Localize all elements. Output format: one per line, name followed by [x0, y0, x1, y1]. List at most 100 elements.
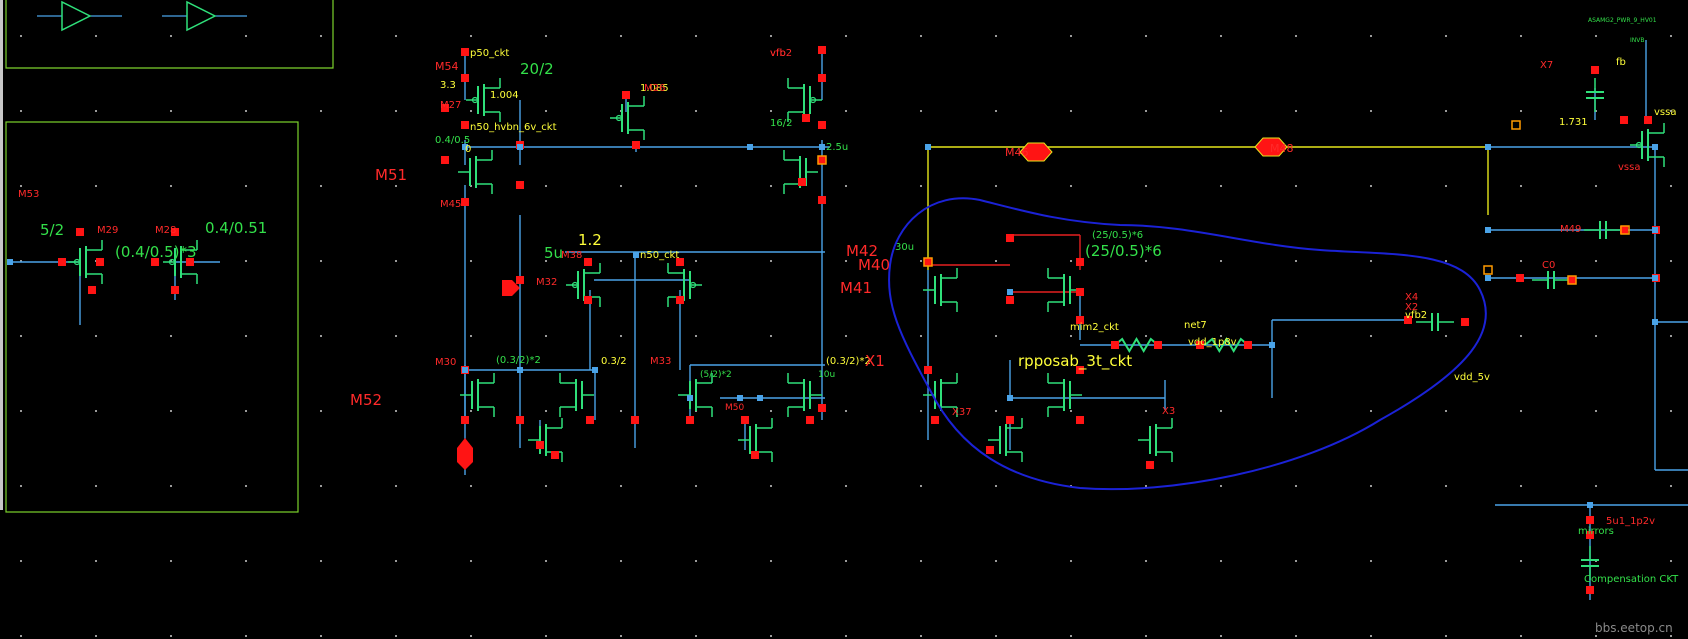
pin-32[interactable] [516, 416, 524, 424]
M42b-device[interactable] [988, 418, 1023, 462]
pin-66[interactable] [1644, 116, 1652, 124]
junction-7[interactable] [592, 367, 598, 373]
pin-22[interactable] [151, 258, 159, 266]
junction-23[interactable] [1007, 395, 1013, 401]
buffer-2[interactable] [186, 0, 217, 32]
pin-10[interactable] [818, 46, 826, 54]
M52-device[interactable] [68, 240, 103, 284]
pin-33[interactable] [536, 441, 544, 449]
pin-7[interactable] [461, 198, 469, 206]
pin-53[interactable] [931, 416, 939, 424]
pin-25[interactable] [584, 258, 592, 266]
pin-71[interactable] [1586, 516, 1594, 524]
pin-20[interactable] [88, 286, 96, 294]
port-vssa[interactable] [457, 438, 473, 470]
M40-device[interactable] [1047, 373, 1082, 417]
junction-19[interactable] [1652, 275, 1658, 281]
junction-9[interactable] [737, 395, 743, 401]
pin-38[interactable] [741, 416, 749, 424]
M27-device[interactable] [458, 150, 493, 194]
pin-13[interactable] [818, 156, 826, 164]
selected-pin-4[interactable] [1511, 120, 1521, 130]
pin-9[interactable] [632, 141, 640, 149]
pin-60[interactable] [1461, 318, 1469, 326]
pin-15[interactable] [802, 114, 810, 122]
junction-15[interactable] [1485, 227, 1491, 233]
pin-14[interactable] [818, 196, 826, 204]
M45-device[interactable] [787, 78, 822, 122]
junction-14[interactable] [1485, 144, 1491, 150]
selected-pin-2[interactable] [1567, 275, 1577, 285]
junction-18[interactable] [1652, 227, 1658, 233]
buffer-1[interactable] [61, 0, 92, 32]
pin-39[interactable] [751, 451, 759, 459]
pin-49[interactable] [1154, 341, 1162, 349]
pin-67[interactable] [1620, 116, 1628, 124]
pin-2[interactable] [441, 104, 449, 112]
pin-1[interactable] [461, 74, 469, 82]
pin-23[interactable] [186, 258, 194, 266]
pin-70[interactable] [1586, 586, 1594, 594]
M53-device[interactable] [163, 240, 198, 284]
junction-11[interactable] [925, 144, 931, 150]
pin-35[interactable] [586, 416, 594, 424]
port-vfb2[interactable] [1254, 137, 1288, 157]
junction-22[interactable] [7, 259, 13, 265]
pin-19[interactable] [96, 258, 104, 266]
junction-6[interactable] [517, 367, 523, 373]
M28-device[interactable] [1047, 268, 1082, 312]
selected-pin-5[interactable] [1483, 265, 1493, 275]
M51-device[interactable] [610, 96, 645, 140]
selected-pin-3[interactable] [1620, 225, 1630, 235]
M38-device[interactable] [460, 373, 495, 417]
M49-device[interactable] [1630, 123, 1665, 167]
pin-6[interactable] [516, 181, 524, 189]
junction-10[interactable] [757, 395, 763, 401]
junction-16[interactable] [1485, 275, 1491, 281]
M30-device[interactable] [787, 373, 822, 417]
resistor-X1[interactable] [1204, 337, 1249, 353]
pin-54[interactable] [986, 446, 994, 454]
pin-52[interactable] [924, 366, 932, 374]
pin-61[interactable] [1516, 274, 1524, 282]
junction-5[interactable] [462, 367, 468, 373]
pin-11[interactable] [818, 74, 826, 82]
pin-21[interactable] [171, 228, 179, 236]
pin-59[interactable] [1404, 316, 1412, 324]
junction-2[interactable] [747, 144, 753, 150]
pin-46[interactable] [1076, 288, 1084, 296]
resistor-X37[interactable] [1114, 337, 1159, 353]
pin-56[interactable] [1076, 366, 1084, 374]
pin-24[interactable] [171, 286, 179, 294]
pin-44[interactable] [1006, 296, 1014, 304]
port-vfb[interactable] [1019, 142, 1053, 162]
pin-36[interactable] [631, 416, 639, 424]
junction-1[interactable] [517, 144, 523, 150]
junction-0[interactable] [462, 144, 468, 150]
pin-29[interactable] [516, 276, 524, 284]
pin-26[interactable] [584, 296, 592, 304]
M32b-device[interactable] [528, 418, 563, 462]
junction-12[interactable] [1007, 289, 1013, 295]
pin-55[interactable] [1006, 416, 1014, 424]
pin-40[interactable] [806, 416, 814, 424]
junction-4[interactable] [633, 252, 639, 258]
M42-device[interactable] [923, 373, 958, 417]
pin-62[interactable] [1568, 276, 1576, 284]
pin-68[interactable] [1591, 66, 1599, 74]
pin-69[interactable] [1586, 531, 1594, 539]
M29-device[interactable] [923, 268, 958, 312]
junction-8[interactable] [687, 395, 693, 401]
pin-28[interactable] [676, 296, 684, 304]
port-bias-in[interactable] [502, 280, 520, 296]
pin-58[interactable] [1146, 461, 1154, 469]
pin-63[interactable] [1620, 226, 1628, 234]
pin-27[interactable] [676, 258, 684, 266]
M40b-device[interactable] [1138, 418, 1173, 462]
M54-device[interactable] [466, 78, 501, 122]
pin-47[interactable] [1076, 316, 1084, 324]
pin-50[interactable] [1196, 341, 1204, 349]
pin-31[interactable] [461, 416, 469, 424]
pin-48[interactable] [1111, 341, 1119, 349]
